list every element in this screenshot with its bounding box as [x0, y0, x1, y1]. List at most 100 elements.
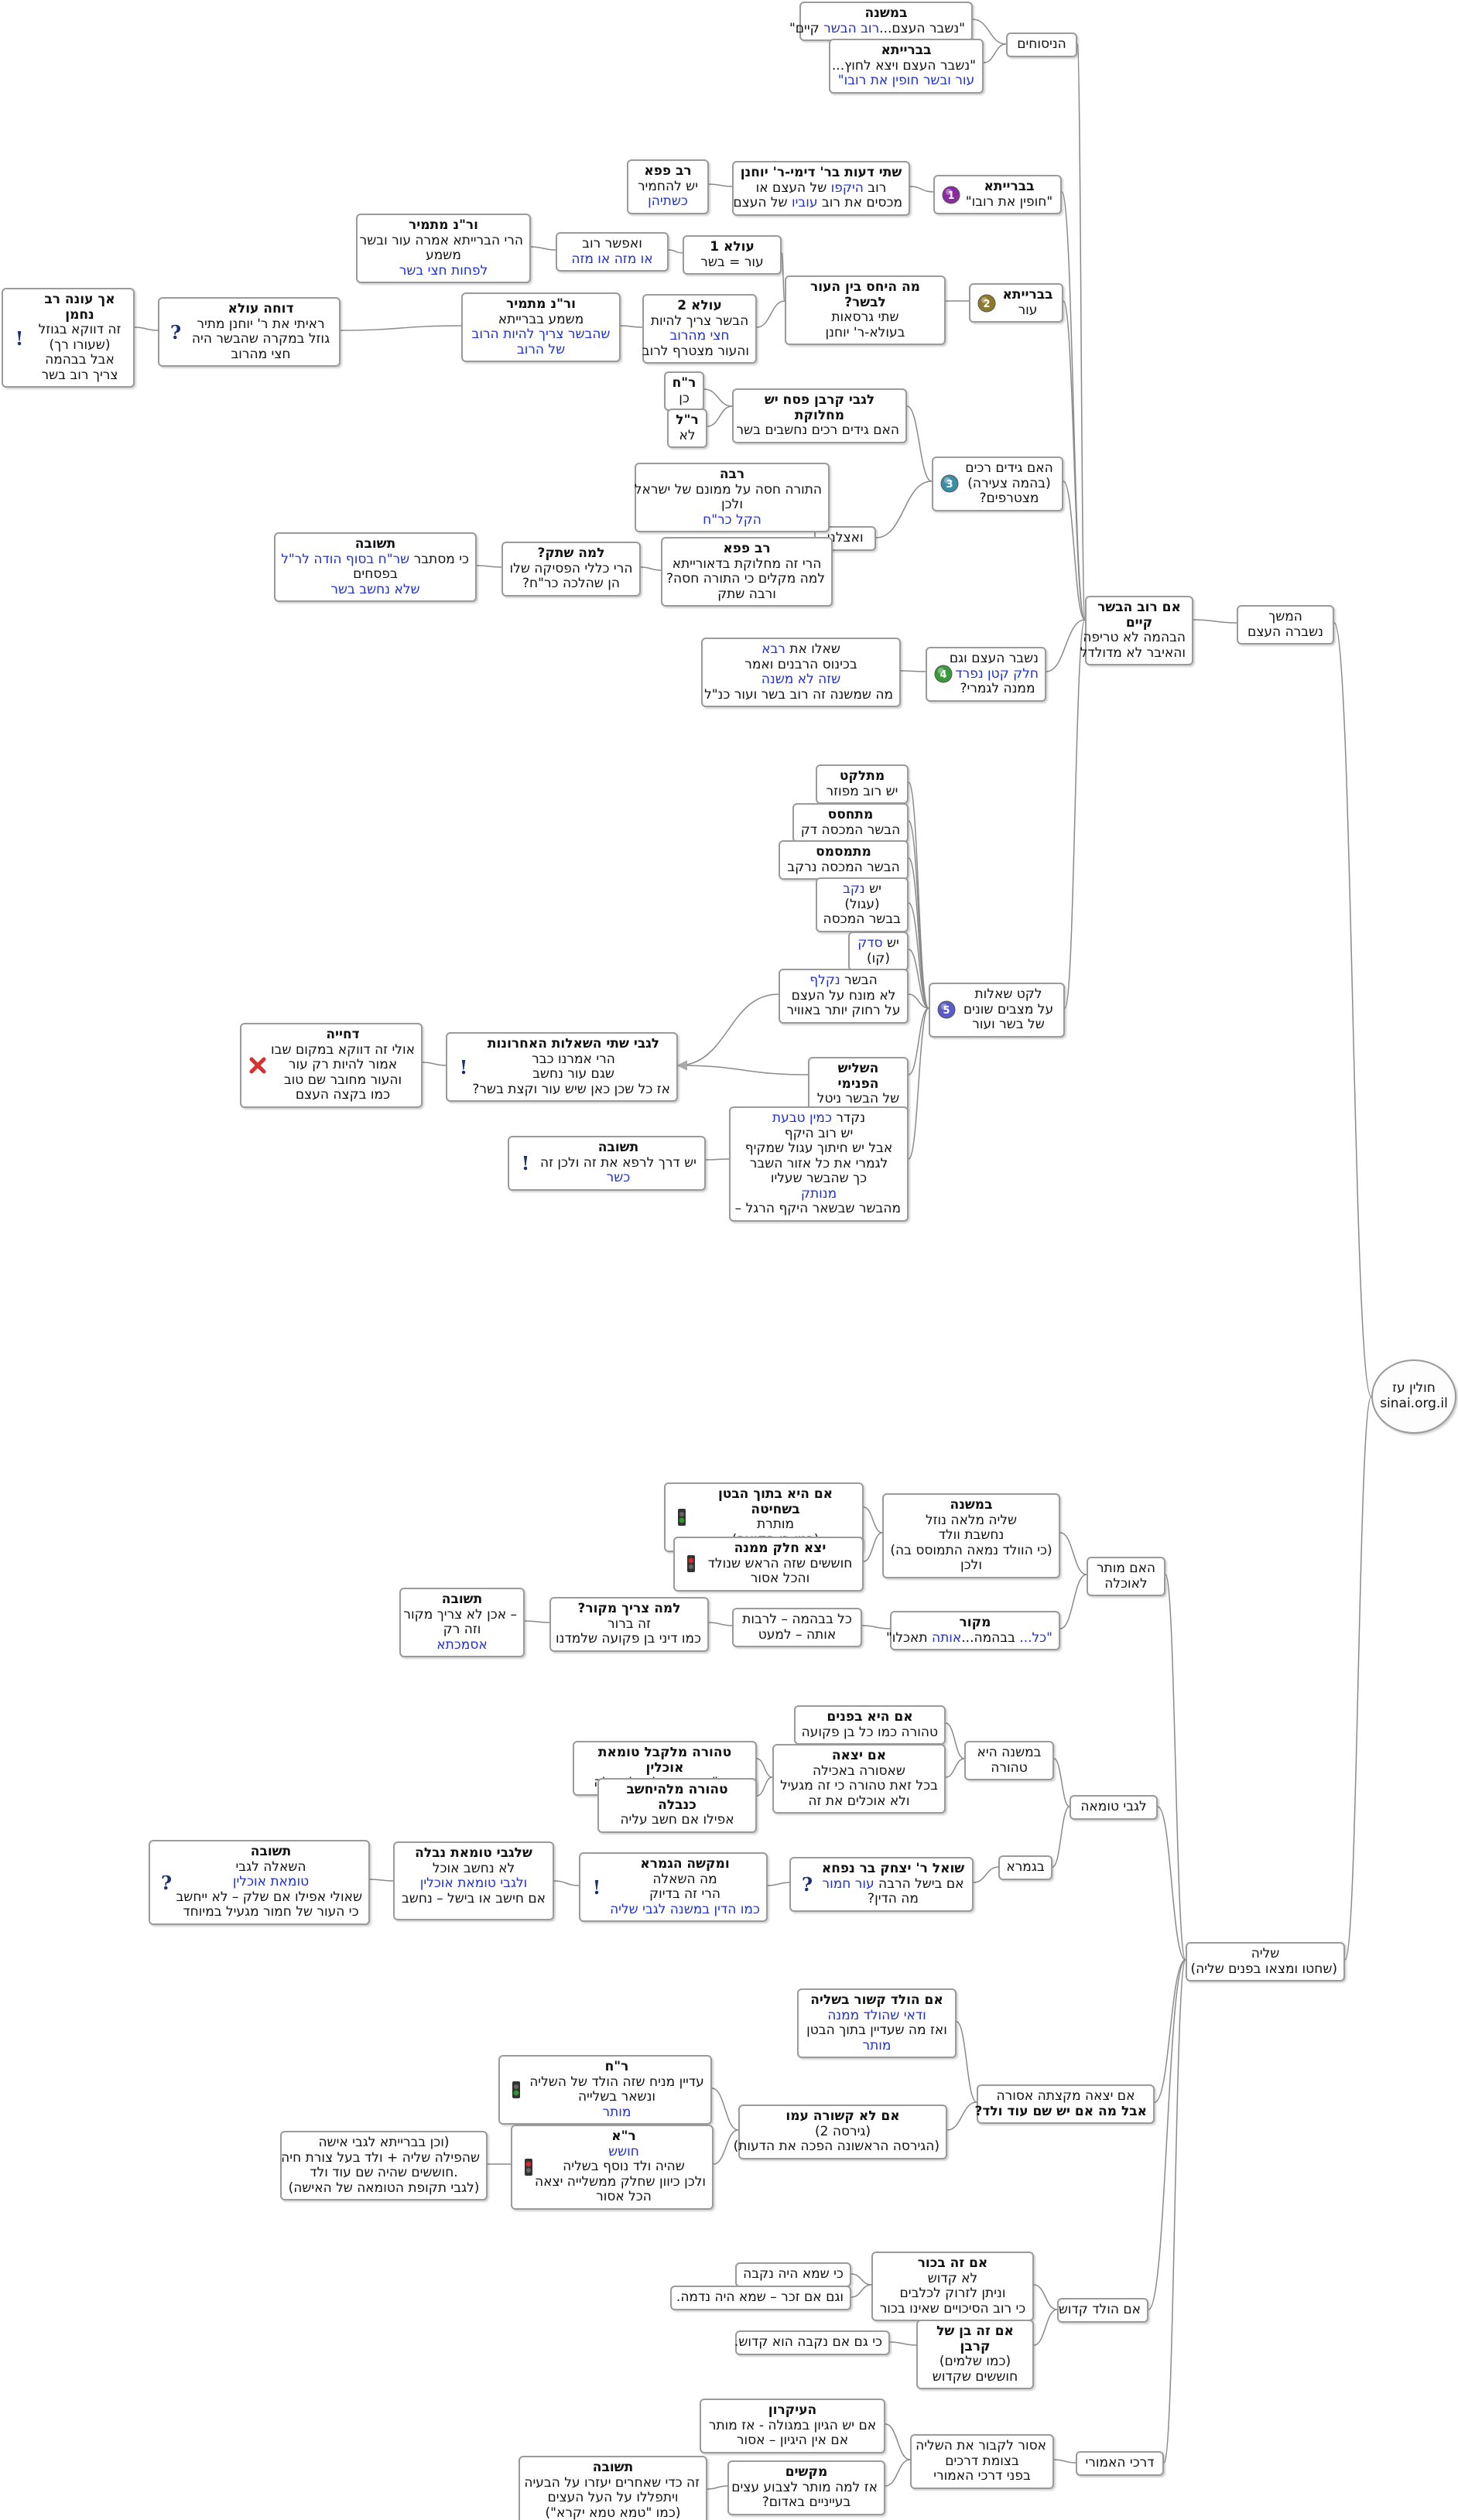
- connector-line: [1053, 1758, 1070, 1807]
- node-title: ר"א: [611, 2128, 636, 2144]
- node-vegam-zachar[interactable]: וגם אם זכר – שמא היה נדמה.: [670, 2286, 851, 2310]
- svg-text:!: !: [460, 1057, 468, 1077]
- node-line: אמור להיות רק עור: [288, 1057, 398, 1073]
- node-line: ולכן: [721, 497, 743, 513]
- node-yesh-nekev[interactable]: יש נקב(עגול)בבשר המכסה: [816, 877, 909, 932]
- branch-shelia[interactable]: שליה(שחטו ומצאו בפנים שליה): [1186, 1942, 1345, 1982]
- node-line: שזה לא משנה: [709, 672, 893, 688]
- node-line: (כמו שלמים): [939, 2354, 1011, 2370]
- node-title: העיקרון: [768, 2402, 817, 2418]
- node-title: טהורה מלהיחשב כנבלה: [626, 1782, 728, 1813]
- connector-line: [707, 2485, 728, 2490]
- connector-line: [708, 1622, 733, 1626]
- node-ki-gam-nekeva[interactable]: כי גם אם נקבה הוא קדוש.: [734, 2330, 890, 2355]
- node-makor[interactable]: מקור"כל... בבהמה...אותה תאכלו": [886, 1611, 1060, 1651]
- beraita-point-1[interactable]: בברייתא"חופין את רובו"1: [933, 175, 1062, 215]
- node-bagmara[interactable]: בגמרא: [998, 1855, 1052, 1880]
- node-ns-beraita[interactable]: בברייתא"נשבר העצם ויצא לחוץ...עור ובשר ח…: [829, 39, 984, 94]
- node-title: במשנה: [864, 5, 908, 21]
- node-title: בברייתא: [881, 43, 932, 58]
- node-title: לגבי שתי השאלות האחרונות: [487, 1036, 660, 1051]
- node-line: על מצבים שונים: [963, 1001, 1054, 1017]
- node-legabei-tuma[interactable]: לגבי טומאה: [1070, 1795, 1158, 1820]
- node-ns-mishna[interactable]: במשנה"נשבר העצם...רוב הבשר קיים": [789, 2, 973, 42]
- connector-line: [908, 902, 929, 1009]
- node-yesh-sedek[interactable]: יש סדק(קו): [848, 932, 909, 972]
- topic-formulations[interactable]: הניסוחים: [1006, 32, 1077, 57]
- node-darchei-emori[interactable]: דרכי האמורי: [1076, 2451, 1164, 2476]
- node-line: זה ברור: [607, 1616, 652, 1632]
- connector-line: [1061, 191, 1086, 621]
- node-im-ben-korban[interactable]: אם זה בן של קרבן(כמו שלמים)חוששים שקדוש: [916, 2320, 1034, 2390]
- highlighted-text: חלק קטן נפרד: [955, 665, 1039, 682]
- beraita-point-3[interactable]: האם גידים רכים(בהמה צעירה)מצטרפים?3: [932, 456, 1063, 511]
- svg-text:3: 3: [946, 479, 953, 491]
- node-title: מקשים: [785, 2464, 828, 2480]
- node-im-lo-kshura[interactable]: אם לא קשורה עמו(גירסה 2)(הגירסה הראשונה …: [734, 2105, 947, 2159]
- highlighted-text: היקפו: [830, 180, 864, 196]
- node-ki-shema[interactable]: כי שמא היה נקבה: [735, 2262, 851, 2287]
- node-im-hvolad-kadosh[interactable]: אם הולד קדוש: [1057, 2298, 1148, 2323]
- connector-line: [861, 1625, 891, 1629]
- text-segment: כי מסתבר: [409, 551, 469, 567]
